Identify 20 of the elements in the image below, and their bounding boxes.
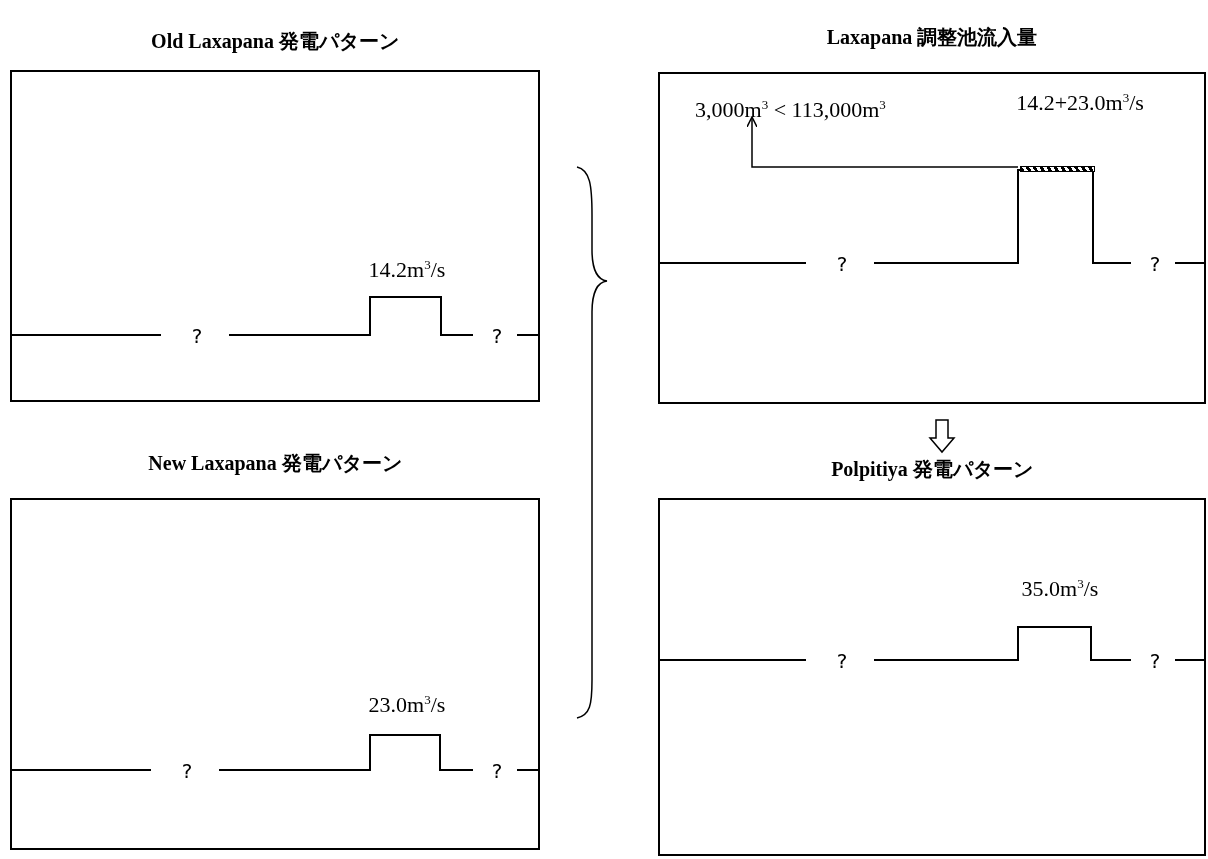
- unknown-mark: ?: [836, 649, 848, 673]
- unknown-mark: ?: [181, 759, 193, 783]
- unknown-mark: ?: [1149, 649, 1161, 673]
- panel-title: New Laxapana 発電パターン: [147, 451, 403, 477]
- hollow-arrow: [928, 419, 956, 454]
- flow-value: 23.0m$^{3}$/s: [368, 692, 446, 719]
- hatched-bar: [1020, 166, 1095, 172]
- flow-value: 14.2+23.0m$^{3}$/s: [1016, 90, 1144, 117]
- leader-arrow: [746, 116, 1019, 168]
- panel-title: Old Laxapana 発電パターン: [150, 29, 400, 55]
- unknown-mark: ?: [491, 324, 503, 348]
- flow-value: 14.2m$^{3}$/s: [368, 257, 446, 284]
- unknown-mark: ?: [191, 324, 203, 348]
- panel-title: Polpitiya 発電パターン: [830, 457, 1034, 483]
- flow-value: 35.0m$^{3}$/s: [1021, 576, 1099, 603]
- unknown-mark: ?: [1149, 252, 1161, 276]
- panel-title: Laxapana 調整池流入量: [825, 25, 1039, 51]
- unknown-mark: ?: [836, 252, 848, 276]
- unknown-mark: ?: [491, 759, 503, 783]
- volume-note: 3,000m$^{3}$ < 113,000m$^{3}$: [695, 90, 886, 126]
